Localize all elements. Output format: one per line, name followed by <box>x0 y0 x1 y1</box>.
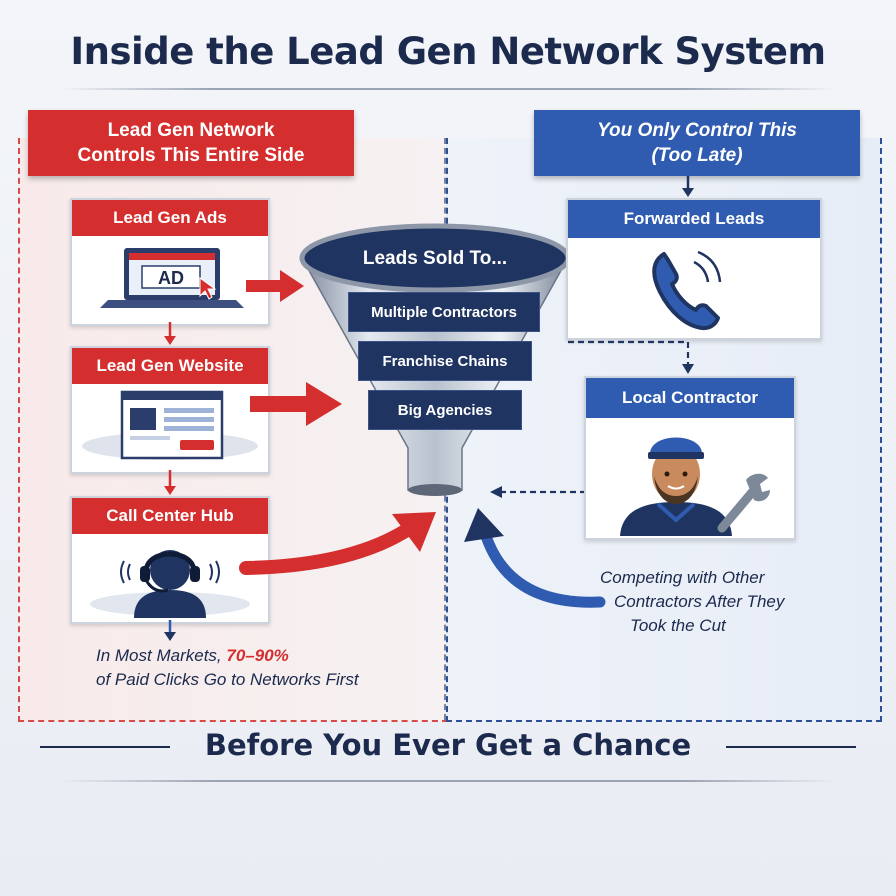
forwarded-leads-label: Forwarded Leads <box>568 200 820 238</box>
lead-gen-ads-card: Lead Gen Ads AD <box>70 198 270 326</box>
arrow-website-to-funnel <box>250 382 342 426</box>
competition-note-line3: Took the Cut <box>630 616 726 635</box>
ad-screen-text: AD <box>158 268 184 288</box>
right-banner-line2: (Too Late) <box>651 145 743 166</box>
lead-gen-website-card: Lead Gen Website <box>70 346 270 474</box>
footer-rule <box>60 780 836 782</box>
local-contractor-card: Local Contractor <box>584 376 796 540</box>
market-share-prefix: In Most Markets, <box>96 646 227 665</box>
browser-window-icon <box>82 390 258 460</box>
right-banner: You Only Control This (Too Late) <box>534 110 860 176</box>
funnel-title: Leads Sold To... <box>363 248 507 269</box>
arrow-forwarded-to-contractor <box>568 340 694 374</box>
arrow-ads-to-funnel <box>246 270 304 302</box>
market-share-highlight: 70–90% <box>226 646 289 665</box>
contractor-wrench-icon <box>620 437 770 536</box>
arrow-callcenter-to-funnel <box>239 512 436 575</box>
competition-note: Competing with Other Contractors After T… <box>600 566 840 638</box>
left-banner-line1: Lead Gen Network <box>107 120 275 141</box>
funnel-item-big-agencies: Big Agencies <box>368 390 522 430</box>
local-contractor-label: Local Contractor <box>586 378 794 418</box>
arrow-ads-to-website <box>164 322 176 345</box>
footer-rule-left <box>40 746 170 748</box>
market-share-line2: of Paid Clicks Go to Networks First <box>96 670 359 689</box>
title-rule <box>60 88 836 90</box>
arrow-banner-to-forwarded <box>682 176 694 197</box>
lead-gen-ads-label: Lead Gen Ads <box>72 200 268 236</box>
arrow-competition-to-funnel <box>464 508 606 608</box>
funnel-item-franchise-chains: Franchise Chains <box>358 341 532 381</box>
right-banner-line1: You Only Control This <box>597 120 797 141</box>
arrow-callcenter-down <box>164 620 176 641</box>
headset-agent-icon <box>90 550 250 618</box>
footer-tagline: Before You Ever Get a Chance <box>204 728 692 762</box>
footer-rule-right <box>726 746 856 748</box>
page-title: Inside the Lead Gen Network System <box>70 30 826 73</box>
call-center-hub-card: Call Center Hub <box>70 496 270 624</box>
arrow-contractor-to-funnel <box>490 486 584 498</box>
phone-icon <box>652 250 722 331</box>
arrow-website-to-callcenter <box>164 470 176 495</box>
call-center-hub-label: Call Center Hub <box>72 498 268 534</box>
market-share-note: In Most Markets, 70–90% of Paid Clicks G… <box>96 644 436 692</box>
lead-gen-website-label: Lead Gen Website <box>72 348 268 384</box>
laptop-ad-icon: AD <box>100 248 244 308</box>
funnel-item-multiple-contractors: Multiple Contractors <box>348 292 540 332</box>
competition-note-line2: Contractors After They <box>614 592 785 611</box>
forwarded-leads-card: Forwarded Leads <box>566 198 822 340</box>
left-banner-line2: Controls This Entire Side <box>77 145 305 166</box>
competition-note-line1: Competing with Other <box>600 568 765 587</box>
left-banner: Lead Gen Network Controls This Entire Si… <box>28 110 354 176</box>
